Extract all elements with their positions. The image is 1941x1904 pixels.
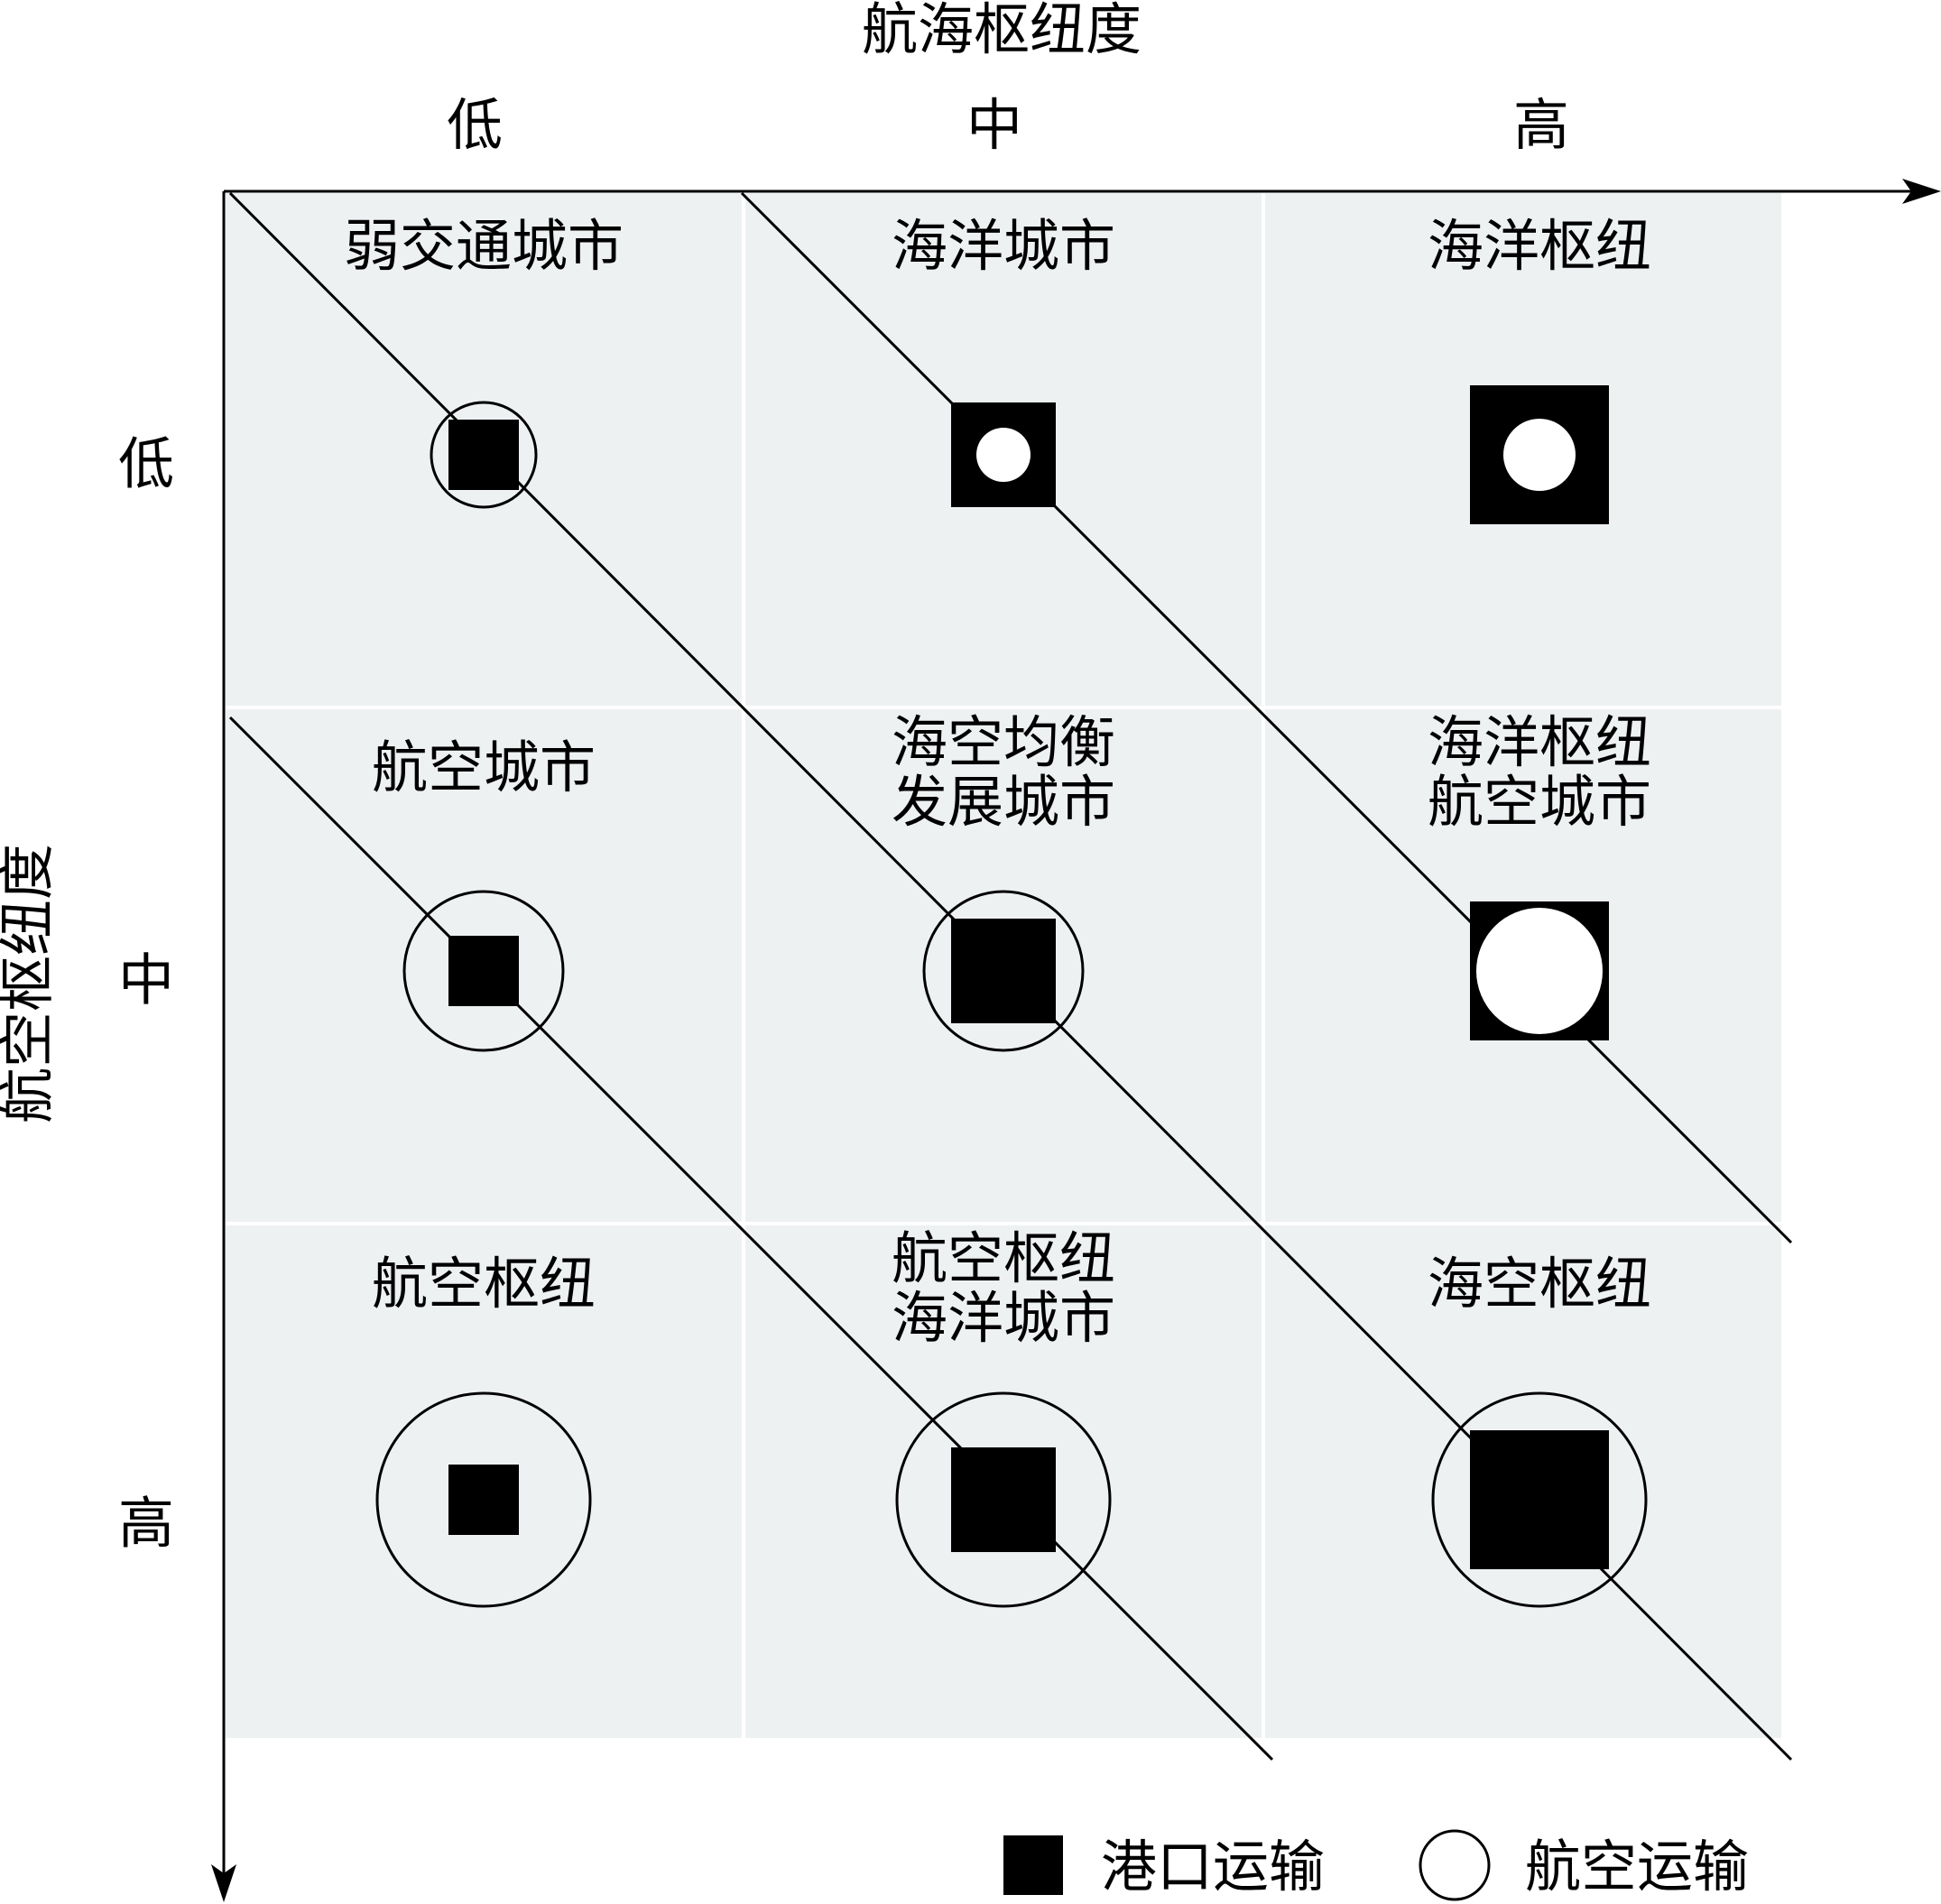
port-square-icon <box>951 919 1056 1023</box>
cell-label: 海空均衡 <box>892 709 1115 775</box>
cell-label: 海洋城市 <box>892 1285 1115 1351</box>
cell-label: 弱交通城市 <box>344 213 624 279</box>
cell-label: 海空枢纽 <box>1428 1251 1651 1317</box>
cell-label: 海洋枢纽 <box>1428 709 1651 775</box>
y-axis-levels: 低中高 <box>118 431 174 1557</box>
axes <box>211 179 1941 1902</box>
x-axis-arrow-icon <box>1902 179 1941 204</box>
air-circle-icon <box>895 1391 1112 1608</box>
legend-air-label: 航空运输 <box>1525 1834 1749 1899</box>
y-axis-level-label: 低 <box>118 431 174 497</box>
legend-port-label: 港口运输 <box>1101 1834 1325 1899</box>
y-axis-title: 航空枢纽度 <box>0 844 60 1123</box>
cell-labels: 弱交通城市海洋城市海洋枢纽航空城市海空均衡发展城市海洋枢纽航空城市航空枢纽航空枢… <box>344 213 1651 1351</box>
air-circle-icon <box>1503 419 1576 491</box>
air-circle-icon <box>1431 1391 1648 1608</box>
air-circle-icon <box>922 890 1085 1052</box>
diagonal-line <box>740 191 1793 1244</box>
x-axis-level-label: 中 <box>966 92 1022 158</box>
port-square-icon <box>448 420 519 490</box>
y-axis-arrow-icon <box>211 1864 236 1902</box>
legend-air-circle-icon <box>1419 1829 1491 1901</box>
diagonal-line <box>228 716 1274 1761</box>
legend: 港口运输 航空运输 <box>1003 1829 1749 1901</box>
cell-label: 航空城市 <box>372 735 596 800</box>
y-axis-level-label: 高 <box>118 1491 174 1557</box>
cell-label: 航空城市 <box>1428 769 1651 835</box>
cell-label: 航空枢纽 <box>892 1225 1115 1291</box>
port-square-icon <box>1470 1430 1609 1569</box>
air-circle-icon <box>1476 908 1603 1034</box>
port-square-icon <box>951 1447 1056 1552</box>
air-circle-icon <box>430 401 538 509</box>
cell-label: 发展城市 <box>892 769 1115 835</box>
cell-symbols <box>375 385 1648 1608</box>
x-axis-levels: 低中高 <box>447 92 1569 158</box>
legend-port-square-icon <box>1003 1835 1063 1895</box>
air-circle-icon <box>976 428 1031 482</box>
port-square-icon <box>448 1465 519 1535</box>
cell-label: 海洋枢纽 <box>1428 213 1651 279</box>
port-square-icon <box>448 936 519 1006</box>
x-axis-title: 航海枢纽度 <box>862 0 1141 62</box>
air-circle-icon <box>402 890 565 1052</box>
cell-label: 航空枢纽 <box>372 1251 596 1317</box>
cell-label: 海洋城市 <box>892 213 1115 279</box>
y-axis-level-label: 中 <box>118 947 174 1013</box>
air-circle-icon <box>375 1391 592 1608</box>
x-axis-level-label: 高 <box>1513 92 1569 158</box>
x-axis-level-label: 低 <box>447 92 503 158</box>
